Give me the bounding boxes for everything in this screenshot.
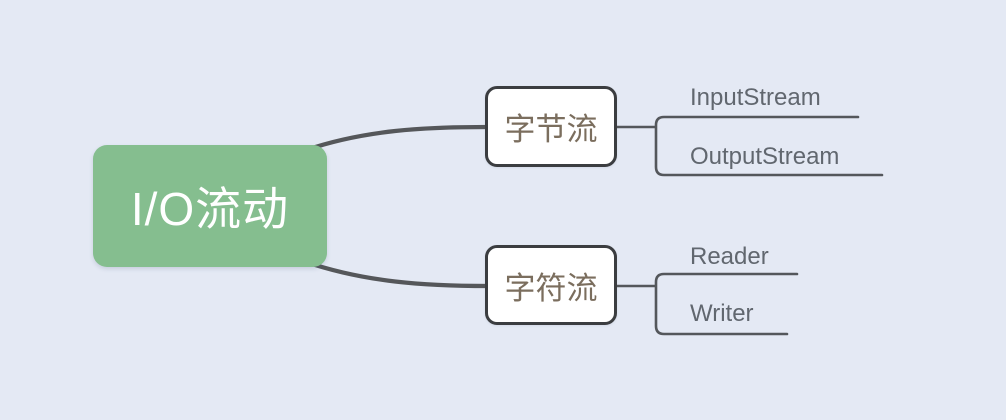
root-topic-label: I/O流动 xyxy=(130,183,290,235)
leaf-topic-inputstream[interactable]: InputStream xyxy=(690,84,821,111)
leaf-topic-outputstream[interactable]: OutputStream xyxy=(690,143,840,170)
connector-root-to-char-stream xyxy=(303,259,491,289)
connector-byte-stream-children xyxy=(615,115,884,177)
branch-topic-byte-stream-label: 字节流 xyxy=(504,112,598,147)
branch-topic-char-stream-label: 字符流 xyxy=(504,270,598,306)
root-topic[interactable]: I/O流动 xyxy=(93,145,327,267)
branch-topic-char-stream[interactable]: 字符流 xyxy=(485,245,617,325)
connector-root-to-byte-stream xyxy=(303,124,491,153)
connector-char-stream-children xyxy=(615,272,799,336)
leaf-topic-reader[interactable]: Reader xyxy=(690,243,769,270)
leaf-topic-writer[interactable]: Writer xyxy=(690,300,754,327)
branch-topic-byte-stream[interactable]: 字节流 xyxy=(485,86,617,167)
